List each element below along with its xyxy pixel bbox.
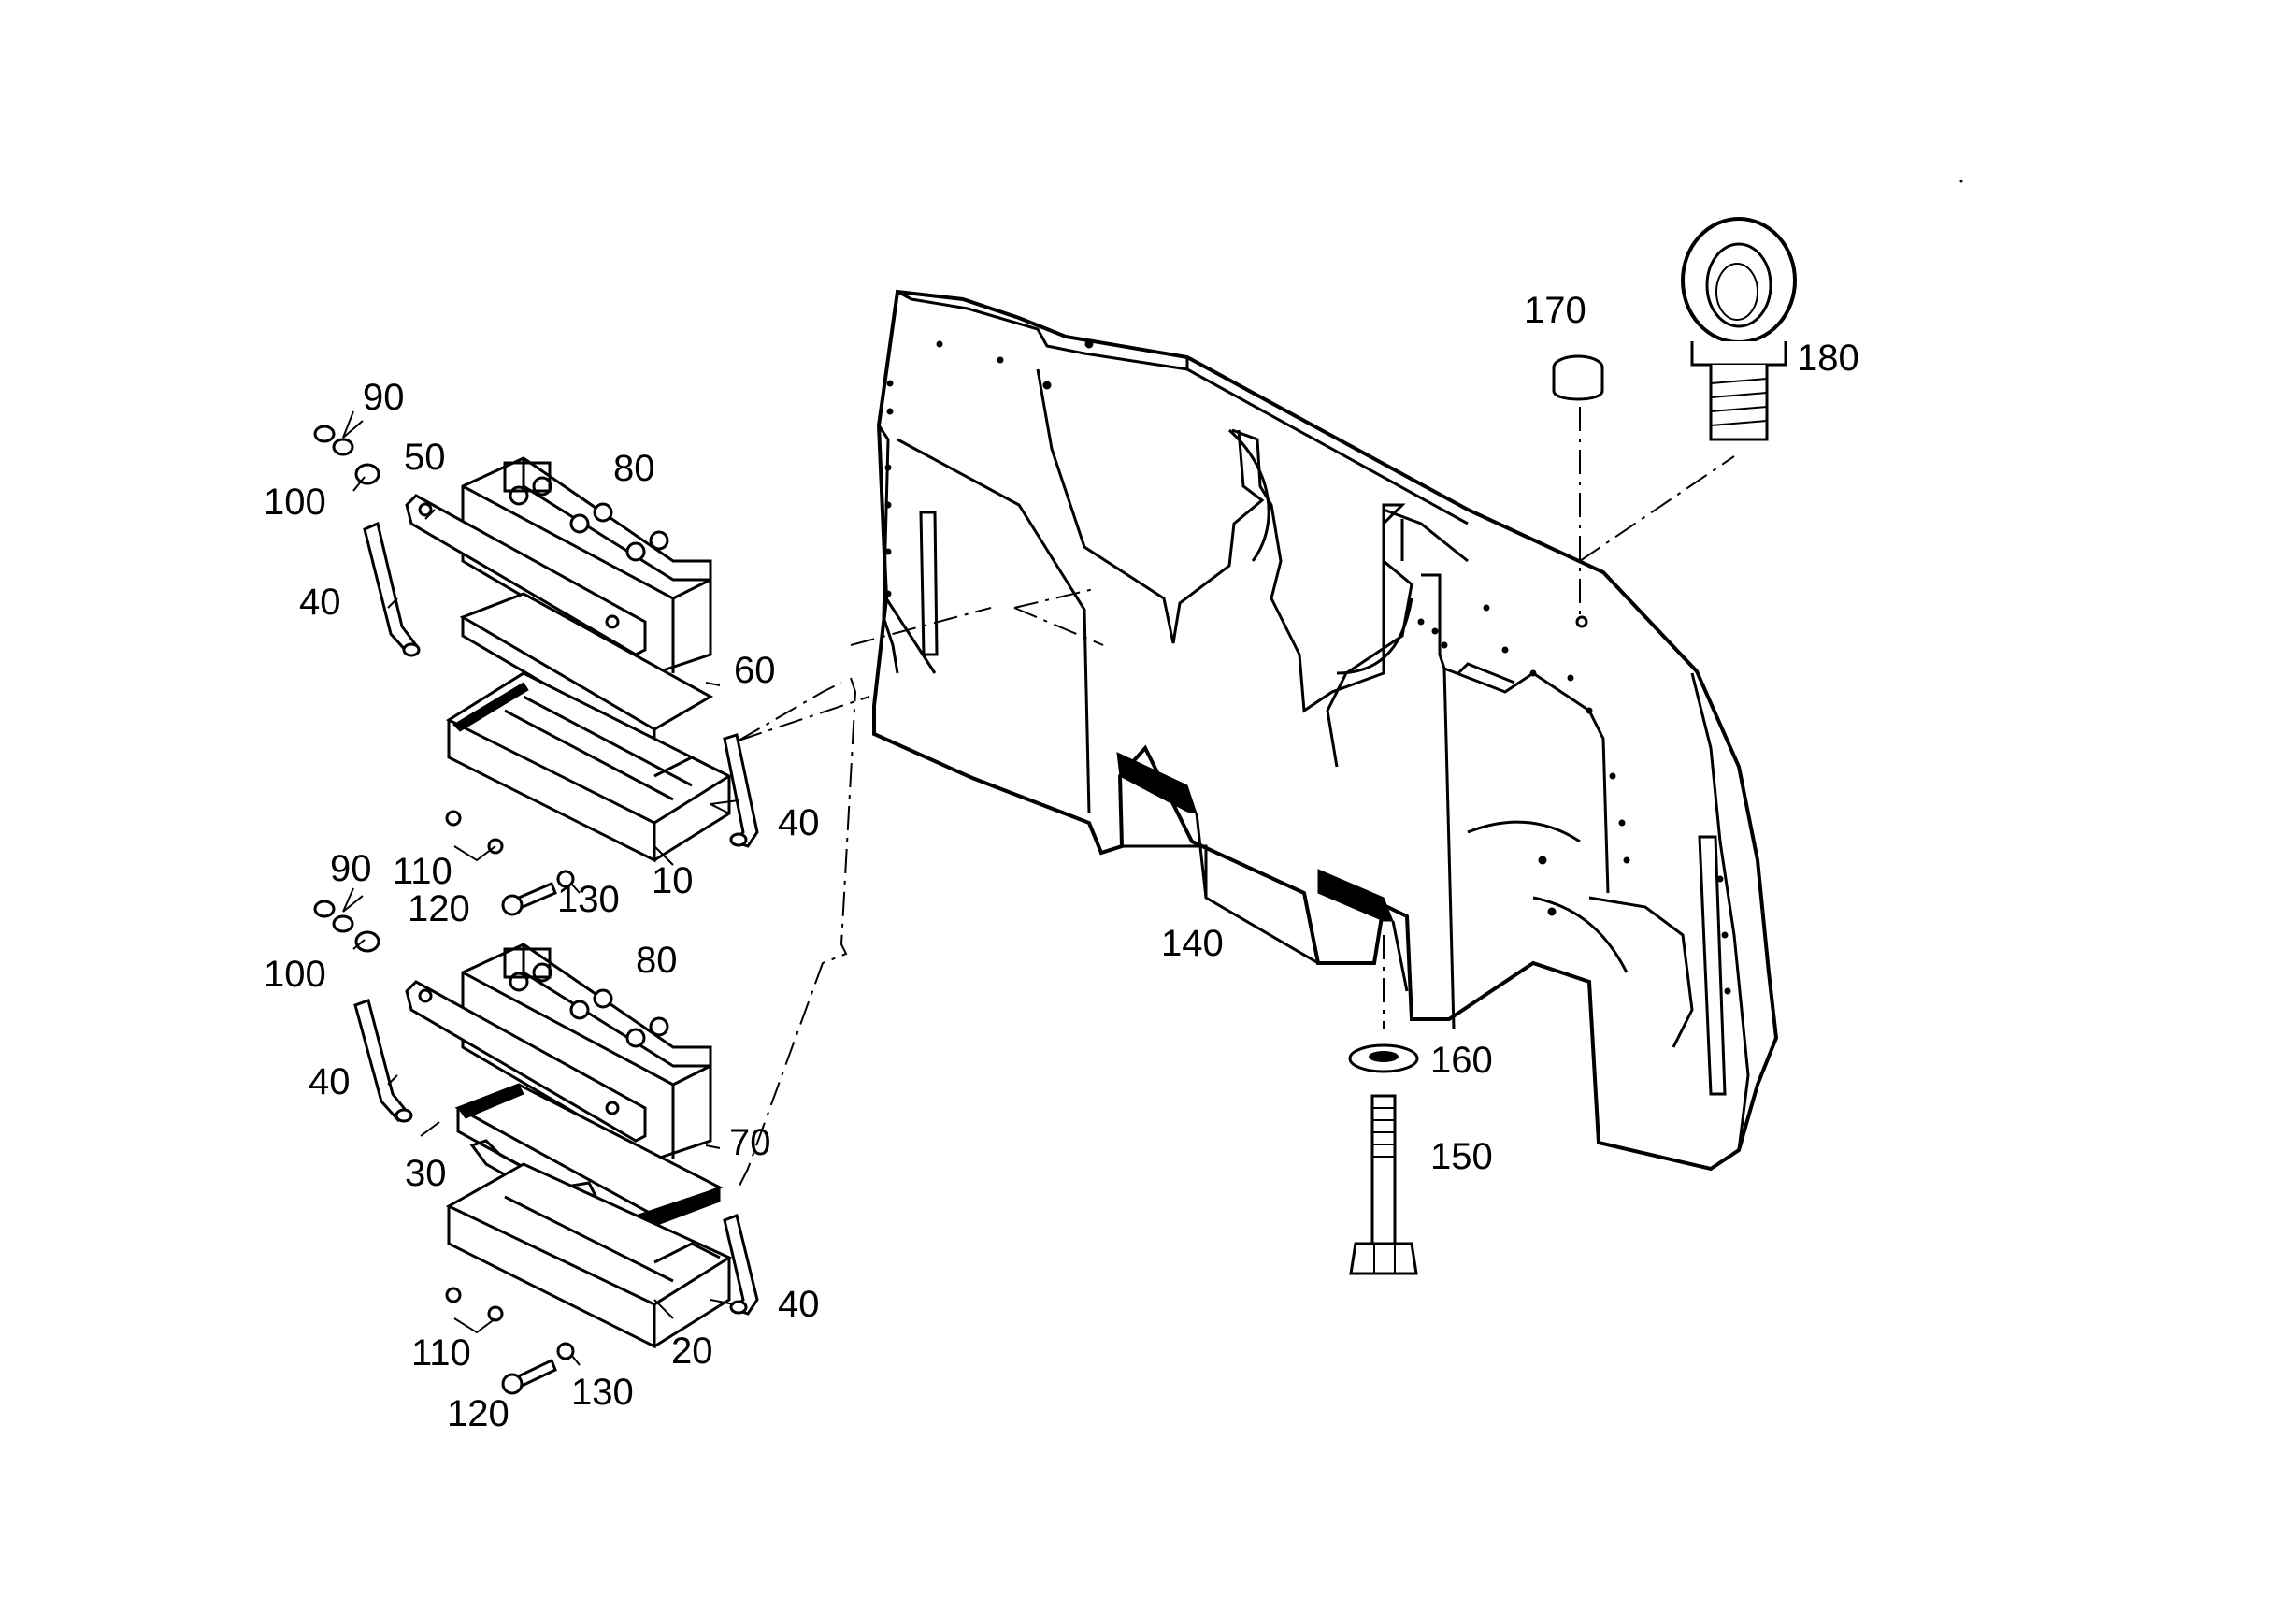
label-90-lower: 90 (330, 848, 372, 889)
stray-mark (1959, 180, 1963, 183)
label-80-upper: 80 (613, 448, 655, 489)
label-110-lower: 110 (411, 1332, 471, 1374)
label-100-lower: 100 (264, 954, 326, 995)
label-40-upper-left: 40 (299, 582, 341, 623)
upper-battery-assembly (313, 410, 759, 916)
label-50: 50 (404, 437, 446, 478)
bolt-part-150 (1349, 1094, 1418, 1275)
center-lines (738, 407, 1735, 1197)
counterweight-frame (872, 289, 1779, 1172)
bolt-holes (884, 339, 1731, 995)
label-30: 30 (405, 1153, 447, 1194)
label-10: 10 (652, 860, 694, 901)
label-40-upper-right: 40 (778, 802, 820, 843)
label-160: 160 (1430, 1040, 1493, 1081)
label-130-upper: 130 (557, 879, 620, 920)
label-180: 180 (1797, 338, 1859, 379)
label-90-upper: 90 (363, 377, 405, 418)
label-140: 140 (1161, 923, 1224, 964)
label-120-lower: 120 (447, 1393, 509, 1434)
label-150: 150 (1430, 1136, 1493, 1177)
label-40-lower-left: 40 (309, 1061, 351, 1102)
label-110-upper: 110 (393, 851, 452, 892)
label-60: 60 (734, 650, 776, 691)
plug-part-170 (1552, 354, 1604, 401)
label-40-lower-right: 40 (778, 1284, 820, 1325)
lower-battery-assembly (313, 887, 759, 1395)
label-100-upper: 100 (264, 482, 326, 523)
eye-bolt-part-180 (1681, 217, 1797, 441)
part-number-labels: 90 100 50 80 40 60 40 110 10 120 130 90 … (264, 290, 1859, 1434)
label-130-lower: 130 (571, 1372, 634, 1413)
label-80-lower: 80 (636, 940, 678, 981)
label-120-upper: 120 (408, 888, 470, 929)
washer-part-160 (1348, 1043, 1419, 1073)
label-70: 70 (729, 1122, 771, 1163)
label-170: 170 (1524, 290, 1586, 331)
label-20: 20 (671, 1331, 713, 1372)
